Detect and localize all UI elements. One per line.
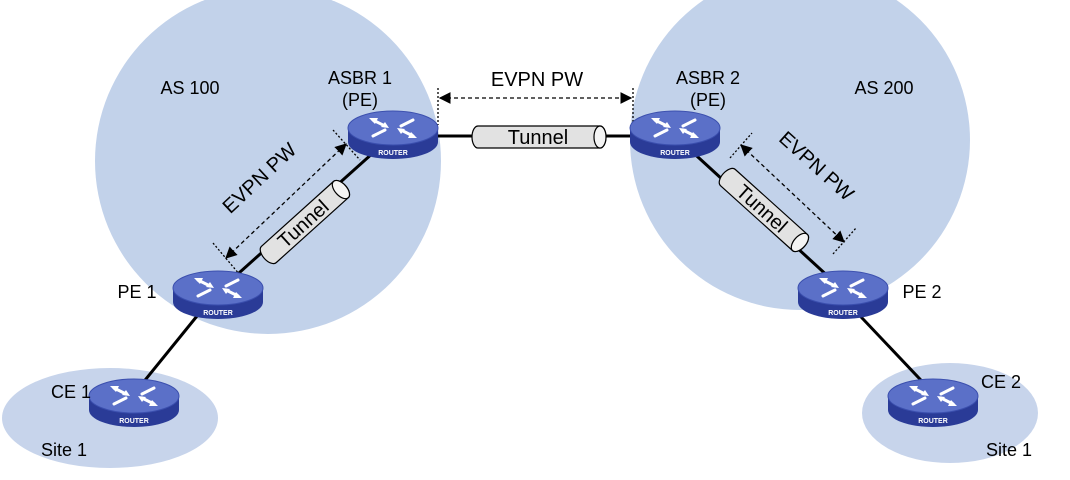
asbr1-role: (PE) (342, 90, 378, 110)
router-pe1[interactable]: ROUTER (171, 269, 265, 321)
router-asbr1[interactable]: ROUTER (346, 109, 440, 161)
ce1-label: CE 1 (51, 382, 91, 402)
asbr2-name: ASBR 2 (676, 68, 740, 88)
router-caption: ROUTER (119, 418, 149, 425)
ce2-label: CE 2 (981, 372, 1021, 392)
pw-inter-as-label: EVPN PW (491, 69, 583, 91)
router-ce2[interactable]: ROUTER (886, 377, 980, 429)
as100-label: AS 100 (160, 78, 219, 98)
pw-arrows (212, 88, 857, 276)
router-caption: ROUTER (203, 310, 233, 317)
pe2-label: PE 2 (902, 282, 941, 302)
router-caption: ROUTER (660, 150, 690, 157)
site-right-label: Site 1 (986, 440, 1032, 460)
router-caption: ROUTER (918, 418, 948, 425)
router-pe2[interactable]: ROUTER (796, 269, 890, 321)
router-ce1[interactable]: ROUTER (87, 377, 181, 429)
pw-right-arrow (740, 144, 845, 243)
asbr1-name: ASBR 1 (328, 68, 392, 88)
router-caption: ROUTER (378, 150, 408, 157)
tunnel-inter-as-label: Tunnel (508, 127, 568, 149)
site-left-label: Site 1 (41, 440, 87, 460)
router-caption: ROUTER (828, 310, 858, 317)
as200-label: AS 200 (854, 78, 913, 98)
router-asbr2[interactable]: ROUTER (628, 109, 722, 161)
asbr2-role: (PE) (690, 90, 726, 110)
tunnel-inter-as: Tunnel (471, 125, 607, 149)
pe1-label: PE 1 (117, 282, 156, 302)
